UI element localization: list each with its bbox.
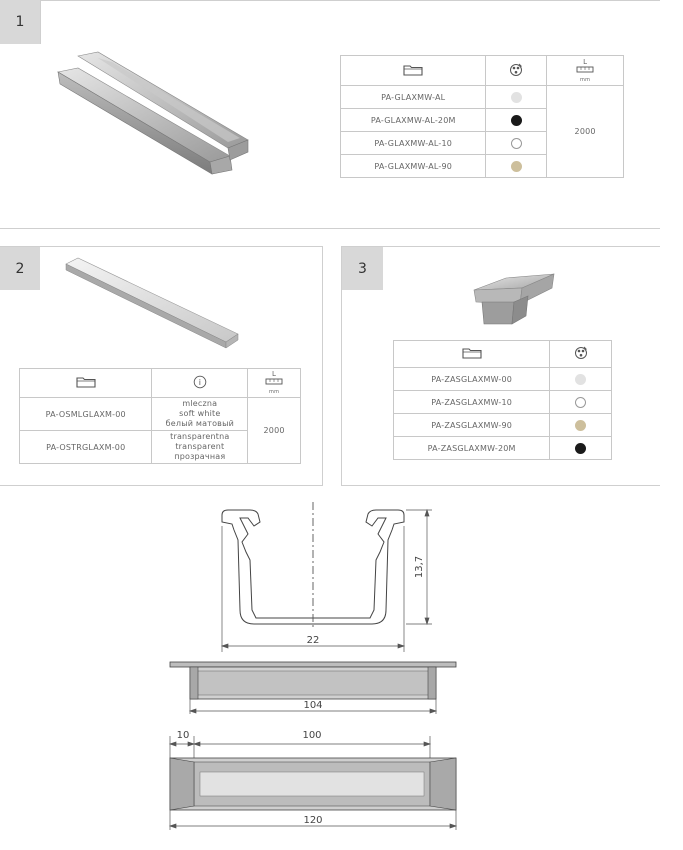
length-ruler-icon — [265, 378, 283, 385]
table1-code-3: PA-GLAXMW-AL-90 — [339, 154, 487, 178]
color-swatch — [575, 442, 587, 454]
length-unit: mm — [269, 389, 280, 395]
section-1-bottom-rule — [0, 228, 660, 229]
end-left-label: 10 — [176, 730, 190, 741]
side-width-label: 104 — [303, 700, 323, 711]
table2-code-1: PA-OSTRGLAXM-00 — [18, 430, 153, 464]
endcap-spec-table: PA-ZASGLAXMW-00 PA-ZASGLAXMW-10 PA-ZASGL… — [392, 340, 612, 460]
color-header — [549, 340, 612, 368]
side-view-drawing — [169, 661, 457, 714]
color-swatch — [575, 419, 587, 431]
info-symbol: i — [199, 378, 201, 387]
section-2-bottom-rule — [0, 485, 323, 486]
table1-length: 2000 — [546, 85, 624, 178]
table1-code-1: PA-GLAXMW-AL-20M — [339, 108, 487, 132]
table3-color-0 — [549, 367, 612, 391]
desc-line: прозрачная — [174, 452, 226, 461]
table3-code-0: PA-ZASGLAXMW-00 — [392, 367, 551, 391]
color-swatch — [575, 373, 587, 385]
table2-desc-1: transparentna transparent прозрачная — [151, 430, 249, 464]
info-icon: i — [193, 375, 207, 389]
table3-code-1: PA-ZASGLAXMW-10 — [392, 390, 551, 414]
length-letter: L — [583, 57, 588, 66]
length-header: L mm — [247, 368, 301, 398]
color-swatch — [510, 114, 522, 126]
table3-color-1 — [549, 390, 612, 414]
table2-code-0: PA-OSMLGLAXM-00 — [18, 397, 153, 431]
desc-line: soft white — [179, 409, 221, 418]
section-3-number: 3 — [358, 260, 367, 277]
section-3-top-rule — [341, 246, 660, 247]
section-2-right-rule — [322, 246, 323, 486]
table1-color-1 — [485, 108, 548, 132]
length-header: L mm — [546, 55, 624, 86]
table1-color-0 — [485, 85, 548, 109]
table3-code-2: PA-ZASGLAXMW-90 — [392, 413, 551, 437]
endcap-product-image — [473, 273, 555, 325]
section-1-number: 1 — [15, 14, 25, 30]
total-length-label: 120 — [303, 815, 323, 826]
diffuser-spec-table: i L mm PA-OSMLGLAXM-00 mleczna soft whit… — [18, 368, 301, 464]
table1-code-0: PA-GLAXMW-AL — [339, 85, 487, 109]
section-3-bottom-rule — [341, 485, 660, 486]
table1-color-2 — [485, 131, 548, 155]
color-header — [485, 55, 548, 86]
folder-icon — [462, 348, 482, 359]
folder-icon — [76, 377, 96, 388]
section-3-badge: 3 — [342, 247, 383, 290]
profile-product-image — [57, 51, 249, 175]
catalog-number-header — [392, 340, 551, 368]
table1-code-2: PA-GLAXMW-AL-10 — [339, 131, 487, 155]
section-1-top-rule — [0, 0, 660, 1]
length-ruler-icon — [576, 66, 594, 72]
section-2-badge: 2 — [0, 247, 40, 290]
table2-desc-0: mleczna soft white белый матовый — [151, 397, 249, 431]
catalog-number-header — [339, 55, 487, 86]
color-swatch — [575, 396, 587, 408]
profile-height-label: 13,7 — [414, 556, 425, 578]
top-view-drawing — [168, 736, 458, 830]
color-swatch — [510, 91, 522, 103]
length-unit: mm — [580, 76, 591, 83]
table3-color-2 — [549, 413, 612, 437]
section-1-badge: 1 — [0, 0, 40, 44]
section-2-number: 2 — [15, 260, 25, 277]
desc-line: белый матовый — [165, 419, 234, 428]
table3-color-3 — [549, 436, 612, 460]
table2-length: 2000 — [247, 397, 301, 464]
profile-width-label: 22 — [307, 635, 320, 646]
color-palette-icon — [574, 346, 587, 359]
desc-line: mleczna — [182, 399, 218, 408]
table1-color-3 — [485, 154, 548, 178]
length-letter: L — [272, 370, 277, 378]
catalog-number-header — [18, 368, 153, 398]
description-header: i — [151, 368, 249, 398]
table3-code-3: PA-ZASGLAXMW-20M — [392, 436, 551, 460]
folder-icon — [403, 64, 423, 76]
color-swatch — [510, 137, 522, 149]
desc-line: transparentna — [170, 432, 230, 441]
inner-length-label: 100 — [302, 730, 322, 741]
color-palette-icon — [510, 63, 523, 76]
section-2-top-rule — [0, 246, 323, 247]
section-1-left-rule — [40, 0, 41, 44]
profile-cross-section-drawing: 13,7 22 — [220, 502, 432, 652]
desc-line: transparent — [175, 442, 225, 451]
profile-spec-table: L mm PA-GLAXMW-AL 2000 PA-GLAXMW-AL-20M … — [339, 55, 624, 178]
diffuser-product-image — [65, 257, 239, 349]
section-3-left-rule — [341, 246, 342, 486]
color-swatch — [510, 160, 522, 172]
